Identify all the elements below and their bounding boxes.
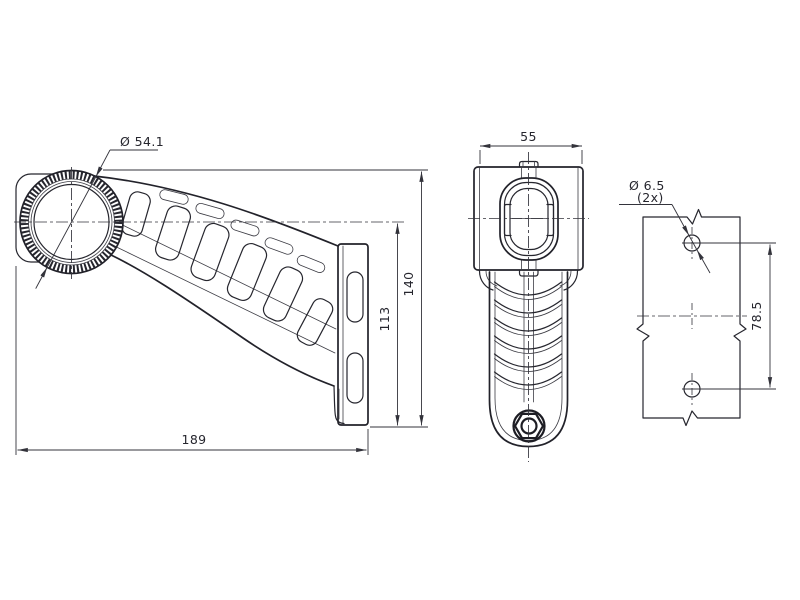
dimension-head-width: 55 [479, 129, 583, 164]
leader-tail [35, 267, 48, 289]
rib-arc [494, 304, 562, 318]
rib-arcs [493, 281, 563, 390]
dim-label-head-width: 55 [520, 129, 537, 144]
side-view: Ø 54.1 140 113 189 [14, 134, 428, 455]
dim-label-axis-to-base: 113 [377, 306, 392, 331]
nut-hexagon [513, 412, 545, 440]
dim-label-hole-pitch: 78.5 [749, 301, 764, 330]
rib-arc [493, 281, 563, 296]
rib-window [226, 243, 268, 301]
lens-middle-obround [503, 181, 555, 257]
dimension-overall-length: 189 [15, 266, 369, 455]
lens-inner-obround [509, 187, 549, 251]
knurled-bezel-ring [20, 171, 123, 273]
rib-arc [494, 340, 562, 354]
shoulder-left-outer [478, 270, 494, 291]
rib-window [296, 298, 334, 346]
front-view: 55 [468, 129, 589, 462]
arm-face-line-lower [101, 239, 336, 354]
rib-arc [493, 299, 563, 314]
diameter-chord [688, 235, 698, 251]
rib-arc [494, 376, 562, 390]
rib-arc [493, 371, 563, 386]
lens-outer-obround [499, 177, 559, 261]
bracket-plate [337, 243, 369, 426]
top-vent-slot [296, 255, 326, 273]
rib-arc [493, 335, 563, 350]
mounting-view: 78.5 Ø 6.5 (2x) [619, 178, 776, 427]
dim-label-hole-count: (2x) [637, 190, 664, 205]
rib-arc [494, 322, 562, 336]
dimension-axis-to-base: 113 [377, 223, 400, 426]
shoulder-right-outer [563, 270, 579, 291]
top-vent-slot [230, 219, 260, 237]
top-vent-slot [159, 189, 189, 205]
top-tab-walls [521, 161, 537, 179]
top-vent-slot [264, 237, 294, 255]
bottom-tab [518, 269, 539, 277]
rib-window [154, 205, 192, 261]
rib-window [262, 266, 304, 322]
dimension-lens-diameter: Ø 54.1 [35, 134, 164, 289]
lamp-arm [93, 175, 345, 425]
dimension-hole-pitch: 78.5 [682, 242, 776, 390]
rib-window [190, 222, 230, 282]
arm-face-line-upper [99, 213, 337, 330]
lens-waist-clip-right [546, 203, 555, 237]
arm-foot-edge [333, 385, 345, 425]
bracket-slot-bottom [346, 352, 364, 404]
dim-label-overall-length: 189 [181, 432, 206, 447]
arm-top-edge [93, 175, 339, 247]
leader-tail [696, 249, 711, 274]
dimension-hole-diameter: Ø 6.5 (2x) [619, 178, 711, 274]
leader-segment [95, 149, 111, 177]
nut-bore-circle [520, 417, 538, 435]
rib-arc [493, 317, 563, 332]
diameter-chord [46, 176, 97, 268]
rib-arc [493, 353, 563, 368]
dimension-overall-height: 140 [103, 169, 428, 428]
nut-outer-circle [512, 409, 546, 443]
mounting-bracket [337, 243, 369, 426]
dim-label-overall-height: 140 [401, 271, 416, 296]
mounting-surface-outline [636, 208, 747, 427]
dim-label-lens-diameter: Ø 54.1 [120, 134, 164, 149]
rib-arc [494, 286, 562, 300]
top-vent-slot [195, 202, 225, 220]
bracket-slot-top [346, 271, 364, 323]
leader-segment [671, 204, 690, 236]
lens-waist-clip-left [503, 203, 512, 237]
hex-nut [512, 409, 546, 443]
rib-window [121, 191, 151, 237]
rib-arc [494, 358, 562, 372]
bottom-tab-walls [521, 259, 537, 271]
dim-label-hole-diameter: Ø 6.5 [629, 178, 665, 193]
arm-bottom-edge [99, 249, 335, 387]
